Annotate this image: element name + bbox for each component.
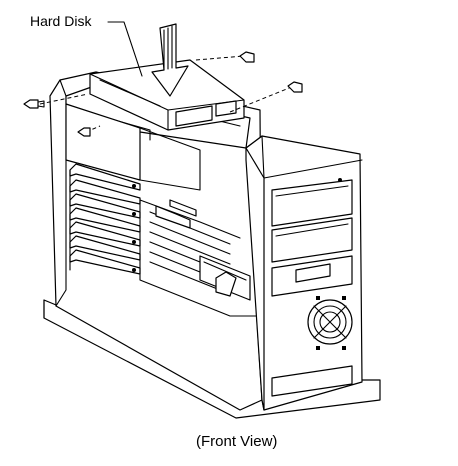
figure-caption: (Front View) <box>196 433 278 450</box>
expansion-slot-covers <box>69 163 141 275</box>
fan-grill <box>307 296 353 350</box>
system-board-connectors <box>139 199 261 317</box>
hard-disk-drive <box>89 59 245 131</box>
mounting-screws <box>23 51 303 137</box>
hard-disk-label: Hard Disk <box>30 13 92 29</box>
install-direction-arrow <box>151 23 189 97</box>
front-bottom-slot <box>271 365 353 397</box>
front-drive-bays <box>271 178 353 297</box>
hard-disk-leader-line <box>107 21 143 77</box>
